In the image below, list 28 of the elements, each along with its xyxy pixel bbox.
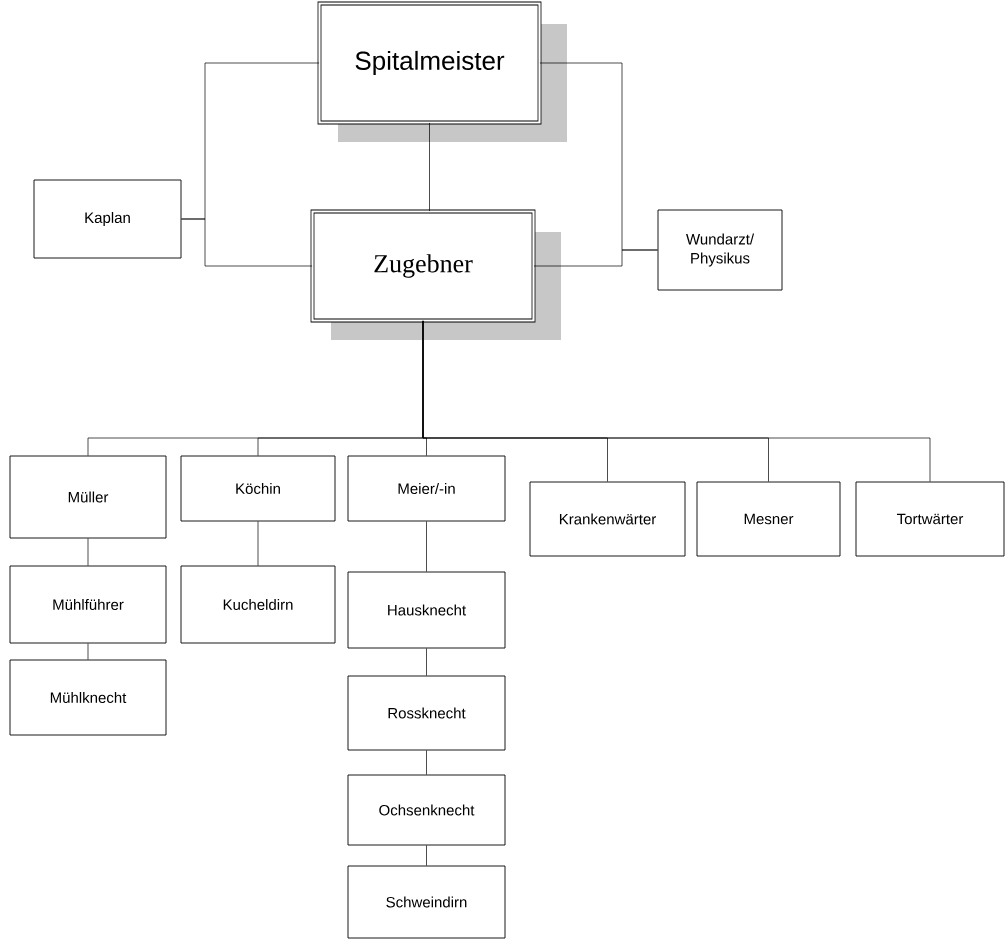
double-bordered-box: Spitalmeister <box>317 1 567 142</box>
role-box: Schweindirn <box>347 865 506 939</box>
role-box: Müller <box>9 455 167 539</box>
role-box: Tortwärter <box>855 481 1005 557</box>
role-box: Rossknecht <box>347 675 506 751</box>
role-box: Kaplan <box>33 179 182 259</box>
role-box: Wundarzt/ Physikus <box>657 209 783 291</box>
role-box: Mesner <box>696 481 841 557</box>
connector-line <box>426 750 427 775</box>
connector-line <box>429 122 430 212</box>
role-box: Mühlknecht <box>9 659 167 736</box>
role-box: Kucheldirn <box>180 565 336 644</box>
connector-line <box>181 218 313 267</box>
connector-line <box>533 249 658 267</box>
connector-line <box>426 845 427 866</box>
double-bordered-box: Zugebner <box>310 209 561 340</box>
connector-line <box>87 538 89 566</box>
connector-line <box>257 521 259 566</box>
role-box: Meier/-in <box>347 455 506 522</box>
connector-line <box>422 320 931 482</box>
connector-line <box>426 648 427 676</box>
role-box: Mühlführer <box>9 565 167 644</box>
role-box: Hausknecht <box>347 571 506 649</box>
role-box: Köchin <box>180 455 336 522</box>
connector-line <box>87 643 89 660</box>
role-box: Ochsenknecht <box>347 774 506 846</box>
connector-line <box>426 521 427 572</box>
role-box: Krankenwärter <box>529 481 686 557</box>
